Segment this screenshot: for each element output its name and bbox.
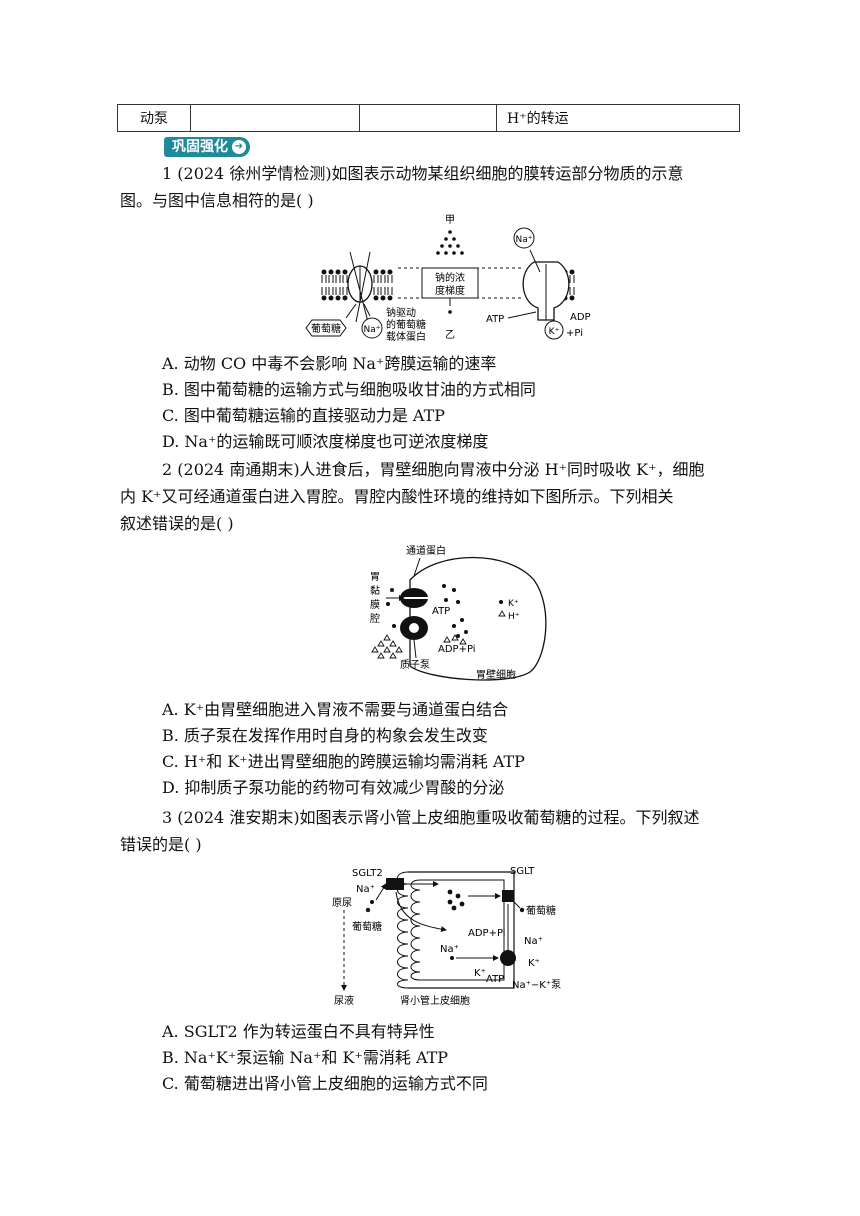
q3-stem-line: 3 (2024 淮安期末)如图表示肾小管上皮细胞重吸收葡萄糖的过程。下列叙述 <box>162 808 700 827</box>
q3-option: A. SGLT2 作为转运蛋白不具有特异性 <box>162 1022 435 1041</box>
q1-option: B. 图中葡萄糖的运输方式与细胞吸收甘油的方式相同 <box>162 380 536 399</box>
q2-stomach-cell-figure: 通道蛋白 胃 黏 膜 腔 ATP ADP+Pi 质子泵 胃壁细胞 K⁺ H⁺ <box>370 544 547 681</box>
glucose-label: 葡萄糖 <box>352 920 382 933</box>
sglt2-label: SGLT2 <box>352 868 383 879</box>
q1-stem: 1 (2024 徐州学情检测)如图表示动物某组织细胞的膜转运部分物质的示意 图。… <box>120 160 740 214</box>
table-row: 动泵 H⁺的转运 <box>117 104 740 132</box>
cell-label: 肾小管上皮细胞 <box>400 994 470 1007</box>
q1-option: C. 图中葡萄糖运输的直接驱动力是 ATP <box>162 406 446 425</box>
k-label: K⁺ <box>528 958 540 969</box>
na-label: Na⁺ <box>364 325 381 335</box>
q2-stem-line: 2 (2024 南通期末)人进食后，胃壁细胞向胃液中分泌 H⁺同时吸收 K⁺，细… <box>162 460 705 479</box>
primary-urine-label: 原尿 <box>332 897 352 909</box>
q3-option: C. 葡萄糖进出肾小管上皮细胞的运输方式不同 <box>162 1074 488 1093</box>
arrow-icon: ➜ <box>232 140 246 154</box>
lumen-label: 黏 <box>370 584 380 597</box>
q1-membrane-figure: 钠的浓 度梯度 甲 乙 Na⁺ 葡萄糖 Na⁺ 钠驱动 的葡萄糖 载体蛋白 AT… <box>305 215 591 343</box>
q2-option: D. 抑制质子泵功能的药物可有效减少胃酸的分泌 <box>162 778 505 797</box>
answer-table: 动泵 H⁺的转运 <box>117 104 740 132</box>
glucose-label: 葡萄糖 <box>311 322 341 335</box>
side-label-yi: 乙 <box>445 329 455 341</box>
q3-stem-line: 错误的是( ) <box>120 835 202 854</box>
na-label: Na⁺ <box>516 235 533 245</box>
q3-stem: 3 (2024 淮安期末)如图表示肾小管上皮细胞重吸收葡萄糖的过程。下列叙述 错… <box>120 804 740 858</box>
q2-stem-line: 内 K⁺又可经通道蛋白进入胃腔。胃腔内酸性环境的维持如下图所示。下列相关 <box>120 487 674 506</box>
gradient-label: 钠的浓 <box>435 271 465 284</box>
q3-option: B. Na⁺K⁺泵运输 Na⁺和 K⁺需消耗 ATP <box>162 1048 449 1067</box>
carrier-label: 的葡萄糖 <box>386 318 426 331</box>
na-label: Na⁺ <box>356 884 375 895</box>
k-legend: K⁺ <box>508 599 519 609</box>
side-label-jia: 甲 <box>445 215 455 226</box>
lumen-label: 胃 <box>370 571 380 583</box>
carrier-label: 载体蛋白 <box>386 330 426 343</box>
na-label: Na⁺ <box>440 944 459 955</box>
urine-label: 尿液 <box>334 994 354 1007</box>
channel-label: 通道蛋白 <box>406 544 446 557</box>
q2-stem-line: 叙述错误的是( ) <box>120 514 234 533</box>
atp-label: ATP <box>432 606 450 617</box>
sglt-label: SGLT <box>510 866 535 877</box>
adp-label: ADP <box>570 312 591 323</box>
glucose-label: 葡萄糖 <box>526 904 556 917</box>
atp-label: ATP <box>486 974 504 985</box>
q1-option: A. 动物 CO 中毒不会影响 Na⁺跨膜运输的速率 <box>162 354 497 373</box>
cell-label: 胃壁细胞 <box>476 668 516 681</box>
section-title: 巩固强化 ➜ <box>164 137 250 157</box>
adp-label: ADP+Pi <box>438 644 476 655</box>
k-label: K⁺ <box>474 968 486 979</box>
q2-option: A. K⁺由胃壁细胞进入胃液不需要与通道蛋白结合 <box>162 700 509 719</box>
na-label: Na⁺ <box>524 936 543 947</box>
atp-label: ATP <box>486 314 504 325</box>
table-cell: 动泵 <box>117 104 191 132</box>
table-cell <box>359 104 497 132</box>
q2-option: C. H⁺和 K⁺进出胃壁细胞的跨膜运输均需消耗 ATP <box>162 752 525 771</box>
table-cell: H⁺的转运 <box>496 104 740 132</box>
gradient-label: 度梯度 <box>435 284 465 297</box>
q1-stem-line: 1 (2024 徐州学情检测)如图表示动物某组织细胞的膜转运部分物质的示意 <box>162 164 684 183</box>
q1-stem-line: 图。与图中信息相符的是( ) <box>120 191 314 210</box>
q1-option: D. Na⁺的运输既可顺浓度梯度也可逆浓度梯度 <box>162 432 489 451</box>
pump-label: 质子泵 <box>400 659 430 671</box>
table-cell <box>190 104 360 132</box>
k-label: K⁺ <box>549 327 560 337</box>
h-legend: H⁺ <box>508 612 520 622</box>
lumen-label: 腔 <box>370 612 380 625</box>
pump-label: Na⁺−K⁺泵 <box>512 979 561 991</box>
carrier-label: 钠驱动 <box>386 306 416 319</box>
q2-option: B. 质子泵在发挥作用时自身的构象会发生改变 <box>162 726 488 745</box>
q3-kidney-cell-figure: SGLT2 SGLT Na⁺ 原尿 葡萄糖 葡萄糖 ADP+Pi Na⁺ Na⁺… <box>332 866 561 1007</box>
section-title-text: 巩固强化 <box>172 139 228 155</box>
pi-label: +Pi <box>566 328 583 339</box>
adp-label: ADP+Pi <box>468 928 506 939</box>
q2-stem: 2 (2024 南通期末)人进食后，胃壁细胞向胃液中分泌 H⁺同时吸收 K⁺，细… <box>120 456 740 537</box>
lumen-label: 膜 <box>370 599 380 611</box>
